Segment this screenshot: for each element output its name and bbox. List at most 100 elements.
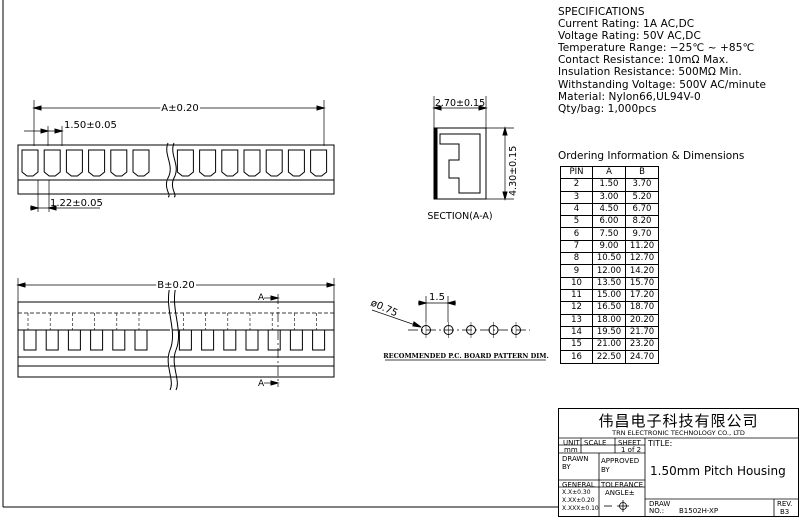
dim-b-label: B±0.20 (157, 280, 195, 291)
ordering-cell: 20.20 (625, 313, 659, 327)
spec-line: Qty/bag: 1,000pcs (558, 102, 657, 115)
ordering-cell: 11 (560, 288, 593, 303)
ordering-title: Ordering Information & Dimensions (558, 150, 745, 162)
ordering-cell: 21.00 (592, 338, 626, 352)
ordering-cell: 6.70 (625, 202, 659, 217)
housing-tooth (267, 330, 281, 351)
ordering-cell: 4 (560, 202, 593, 217)
ordering-cell: 5 (560, 215, 593, 229)
hole-pitch-label: 1.5 (429, 292, 445, 303)
break-line (166, 143, 171, 197)
ordering-cell: 3.70 (625, 178, 659, 192)
hole-dia-label: ø0.75 (369, 298, 399, 320)
specifications-heading: SPECIFICATIONS (558, 6, 645, 18)
ordering-header-cell: A (592, 165, 626, 180)
ordering-cell: 14 (560, 325, 593, 340)
company-name-cn: 伟昌电子科技有限公司 (598, 412, 759, 430)
cavity (265, 149, 283, 177)
draw-no-value: B1502H-XP (679, 507, 719, 515)
ordering-header-row: PIN A B (560, 165, 659, 180)
general-label: GENERAL (562, 481, 595, 489)
ordering-cell: 17.20 (625, 288, 659, 303)
cavity (110, 149, 128, 177)
ordering-cell: 14.20 (625, 264, 659, 278)
ordering-cell: 16 (560, 350, 593, 364)
ordering-cell: 9.00 (592, 239, 626, 254)
cavity (43, 149, 61, 177)
ordering-cell: 19.50 (592, 325, 626, 340)
ordering-cell: 4.50 (592, 202, 626, 217)
cavity (88, 149, 106, 177)
sheet-label: SHEET (618, 439, 641, 447)
housing-tooth (90, 330, 104, 351)
ordering-cell: 10 (560, 276, 593, 290)
front-teeth (23, 313, 326, 351)
dim-section-width-label: 2.70±0.15 (435, 98, 485, 109)
ordering-cell: 5.20 (625, 190, 659, 204)
ordering-cell: 16.50 (592, 301, 626, 315)
company-name-en: TRN ELECTRONIC TECHNOLOGY CO., LTD (612, 429, 745, 437)
ordering-cell: 2 (560, 178, 593, 192)
ordering-cell: 12.00 (592, 264, 626, 278)
ordering-cell: 23.20 (625, 338, 659, 352)
ordering-cell: 6.00 (592, 215, 626, 229)
cavity (21, 149, 39, 177)
housing-tooth (45, 330, 59, 351)
specifications-block: SPECIFICATIONS Current Rating: 1A AC,DC … (558, 6, 766, 115)
ordering-cell: 22.50 (592, 350, 626, 364)
draw-no-label: DRAW NO.: (649, 500, 671, 515)
ordering-cell: 10.50 (592, 252, 626, 266)
approved-by-label: APPROVED BY (601, 457, 640, 474)
ordering-cell: 7.50 (592, 227, 626, 241)
tolerance-line: X.XXX±0.10 (562, 505, 599, 512)
front-view-outline (17, 301, 335, 378)
dim-width-label: 1.22±0.05 (50, 198, 103, 209)
ordering-cell: 13.50 (592, 276, 626, 290)
title-block-grid (559, 437, 798, 516)
ordering-cell: 15.00 (592, 288, 626, 303)
tolerance-line: X.XX±0.20 (562, 497, 595, 504)
ordering-cell: 18.00 (592, 313, 626, 327)
cavity (65, 149, 83, 177)
housing-tooth (223, 330, 237, 351)
housing-tooth (245, 330, 259, 351)
spec-line: Temperature Range: −25℃ ~ +85℃ (558, 42, 755, 55)
ordering-cell: 15 (560, 338, 593, 352)
ordering-cell: 1.50 (592, 178, 626, 192)
spec-line: Withstanding Voltage: 500V AC/minute (558, 78, 767, 91)
cavity (176, 149, 194, 177)
ordering-header-cell: PIN (560, 165, 593, 180)
dim-a-label: A±0.20 (161, 103, 199, 114)
ordering-cell: 24.70 (625, 350, 659, 364)
unit-label: UNIT (563, 439, 580, 447)
cavity (243, 149, 261, 177)
cavity (310, 149, 328, 177)
section-label: SECTION(A-A) (427, 211, 492, 222)
ordering-cell: 6 (560, 227, 593, 241)
spec-line: Voltage Rating: 50V AC,DC (558, 30, 701, 43)
ordering-cell: 21.70 (625, 325, 659, 340)
housing-tooth (23, 330, 37, 351)
pcb-holes (421, 322, 521, 338)
ordering-cell: 3.00 (592, 190, 626, 204)
housing-tooth (178, 330, 192, 351)
drawn-by-label: DRAWN BY (562, 455, 589, 471)
housing-tooth (67, 330, 81, 351)
pcb-pattern (371, 296, 546, 361)
rev-label: REV. (777, 500, 793, 508)
spec-line: Current Rating: 1A AC,DC (558, 18, 695, 31)
top-cavities (21, 149, 328, 177)
scale-label: SCALE (584, 439, 607, 447)
tolerance-line: X.X±0.30 (562, 489, 591, 496)
